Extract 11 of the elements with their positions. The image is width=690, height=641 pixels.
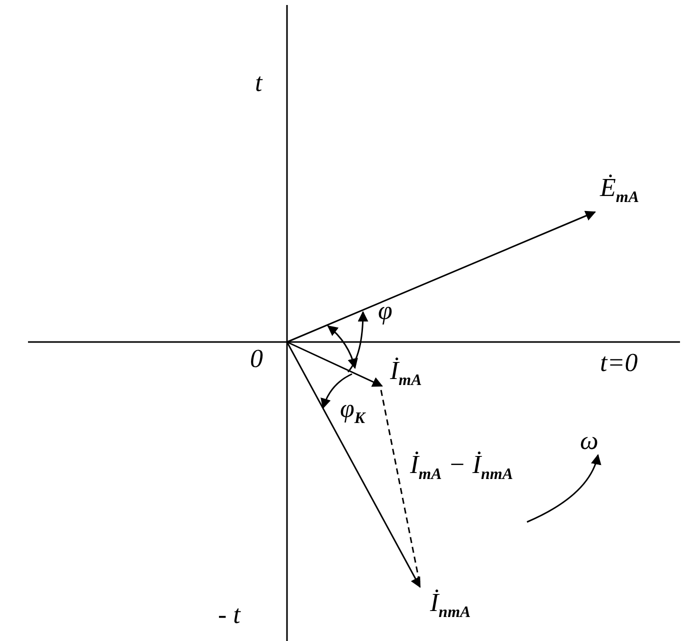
phasor-label: t=0 xyxy=(600,350,638,376)
phasor-label: t xyxy=(255,70,262,96)
phasor-label: - t xyxy=(218,602,240,628)
phasor-label: ω xyxy=(580,428,598,454)
phasor-label: φ xyxy=(378,298,392,324)
phasor-label: φ$_{K}$ xyxy=(340,396,366,428)
phasor-label: 0 xyxy=(250,346,263,372)
phasor-label: İ$_{пmA}$ xyxy=(430,590,471,622)
phasor-label: Ė$_{mA}$ xyxy=(600,175,640,206)
phasor-label: İ$_{mA}$ xyxy=(390,358,422,390)
phasor-label: İ$_{mA}$ − İ$_{пmA}$ xyxy=(410,452,514,484)
